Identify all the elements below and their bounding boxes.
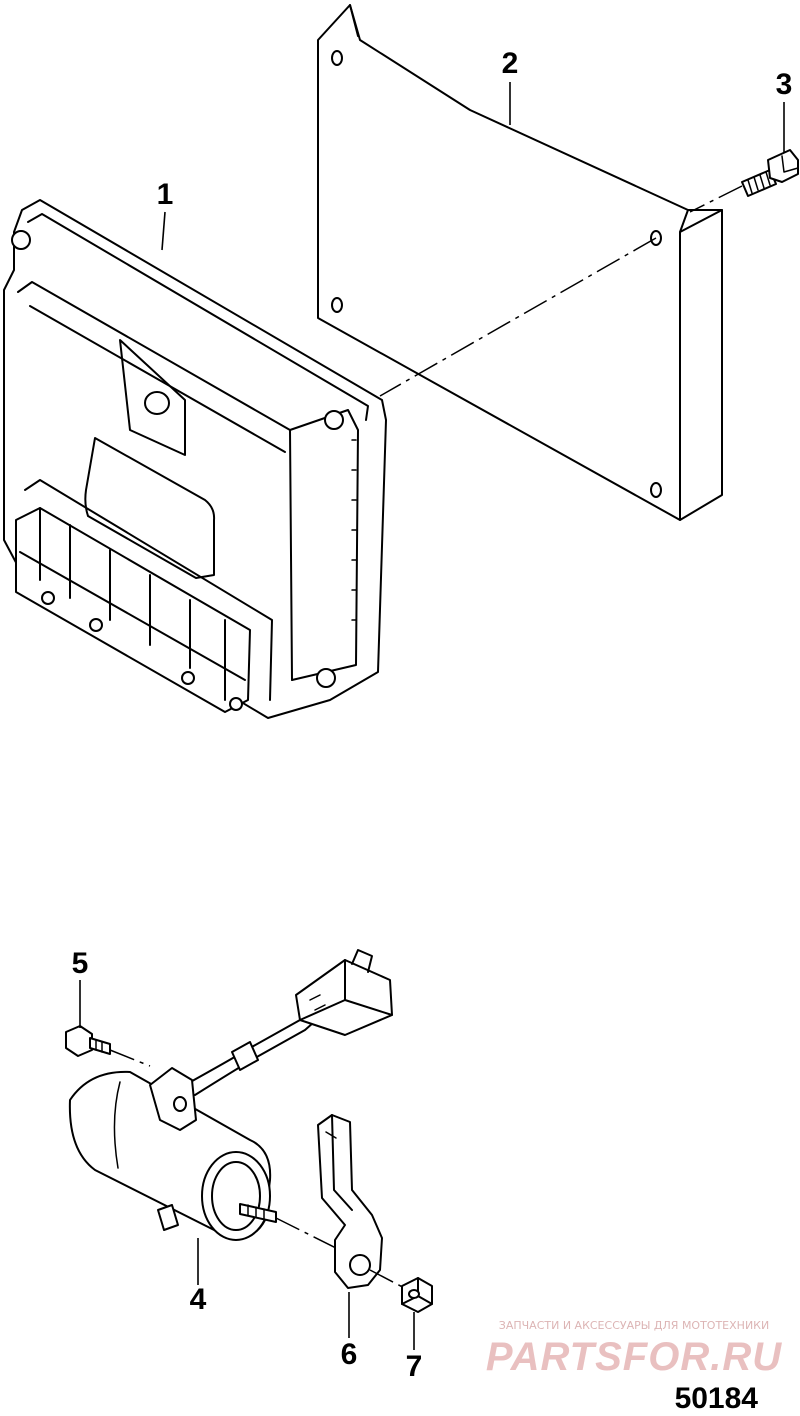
- leader-lines: [79, 82, 785, 1350]
- mounting-plate-drawing: [317, 4, 723, 521]
- callout-3: 3: [776, 68, 793, 101]
- screw-drawing: [689, 149, 799, 213]
- solenoid-drawing: [68, 949, 393, 1251]
- ecm-module-drawing: [3, 199, 387, 719]
- callout-1: 1: [157, 178, 174, 211]
- callout-7: 7: [406, 1350, 423, 1383]
- watermark-brand: PARTSFOR.RU: [486, 1335, 782, 1379]
- figure-number: 50184: [675, 1382, 759, 1415]
- watermark: ЗАПЧАСТИ И АКСЕССУАРЫ ДЛЯ МОТОТЕХНИКИ PA…: [486, 1319, 782, 1379]
- callout-4: 4: [190, 1283, 207, 1316]
- callout-2: 2: [502, 47, 519, 80]
- callout-5: 5: [72, 947, 89, 980]
- bolt-drawing: [65, 1025, 151, 1067]
- bracket-drawing: [317, 1114, 413, 1293]
- watermark-tagline: ЗАПЧАСТИ И АКСЕССУАРЫ ДЛЯ МОТОТЕХНИКИ: [499, 1319, 769, 1332]
- nut-drawing: [401, 1277, 433, 1313]
- callout-6: 6: [341, 1338, 358, 1371]
